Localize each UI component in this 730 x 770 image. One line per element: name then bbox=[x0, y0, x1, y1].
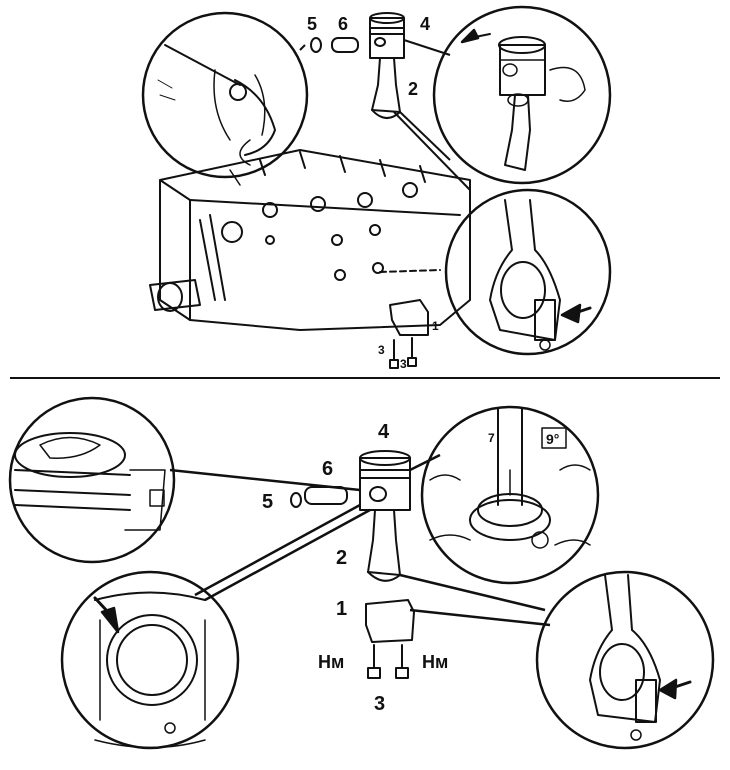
top-label-2: 2 bbox=[408, 79, 418, 99]
zoom-circle-piston-orientation bbox=[432, 5, 612, 185]
bottom-label-4: 4 bbox=[378, 421, 390, 443]
top-piston-assembly bbox=[310, 12, 405, 119]
angle-badge bbox=[541, 427, 567, 449]
zoom-circle-piston-install bbox=[420, 405, 600, 585]
bottom-label-5: 5 bbox=[262, 491, 273, 513]
angle-badge-text: 9° bbox=[546, 431, 559, 447]
top-cap-bolts bbox=[389, 299, 429, 369]
bottom-panel: 4 6 5 2 1 3 7 Нм Нм 9° bbox=[8, 396, 715, 750]
zoom-circle-piston-crown bbox=[8, 396, 176, 564]
top-label-3b: 3 bbox=[400, 357, 407, 371]
top-label-6: 6 bbox=[338, 14, 348, 34]
bottom-label-2: 2 bbox=[336, 547, 347, 569]
zoom-circle-rod-cap-bottom bbox=[535, 570, 715, 750]
zoom-circle-pin-bore bbox=[60, 570, 240, 750]
cap-arrow-icon bbox=[560, 303, 582, 324]
torque-label-right: Нм bbox=[422, 652, 448, 672]
bottom-leader-lines bbox=[169, 453, 551, 627]
bottom-label-1: 1 bbox=[336, 598, 347, 620]
torque-label-left: Нм bbox=[318, 652, 344, 672]
top-label-5: 5 bbox=[307, 14, 317, 34]
top-label-4: 4 bbox=[420, 14, 430, 34]
bottom-label-3: 3 bbox=[374, 693, 385, 715]
bottom-piston-assembly bbox=[290, 450, 415, 679]
engine-block bbox=[149, 149, 471, 331]
top-leader-lines bbox=[299, 39, 471, 191]
zoom-circle-pin-removal bbox=[141, 11, 309, 186]
top-label-3a: 3 bbox=[378, 343, 385, 357]
orientation-arrow-icon bbox=[460, 28, 480, 44]
bottom-label-6: 6 bbox=[322, 458, 333, 480]
bottom-cap-arrow-icon bbox=[658, 678, 678, 700]
bore-arrow-icon bbox=[100, 606, 120, 634]
top-panel: 5 6 4 2 1 3 3 bbox=[141, 5, 612, 371]
zoom-circle-rod-cap bbox=[444, 188, 612, 356]
top-label-1: 1 bbox=[432, 319, 439, 333]
bottom-label-7: 7 bbox=[488, 431, 495, 445]
